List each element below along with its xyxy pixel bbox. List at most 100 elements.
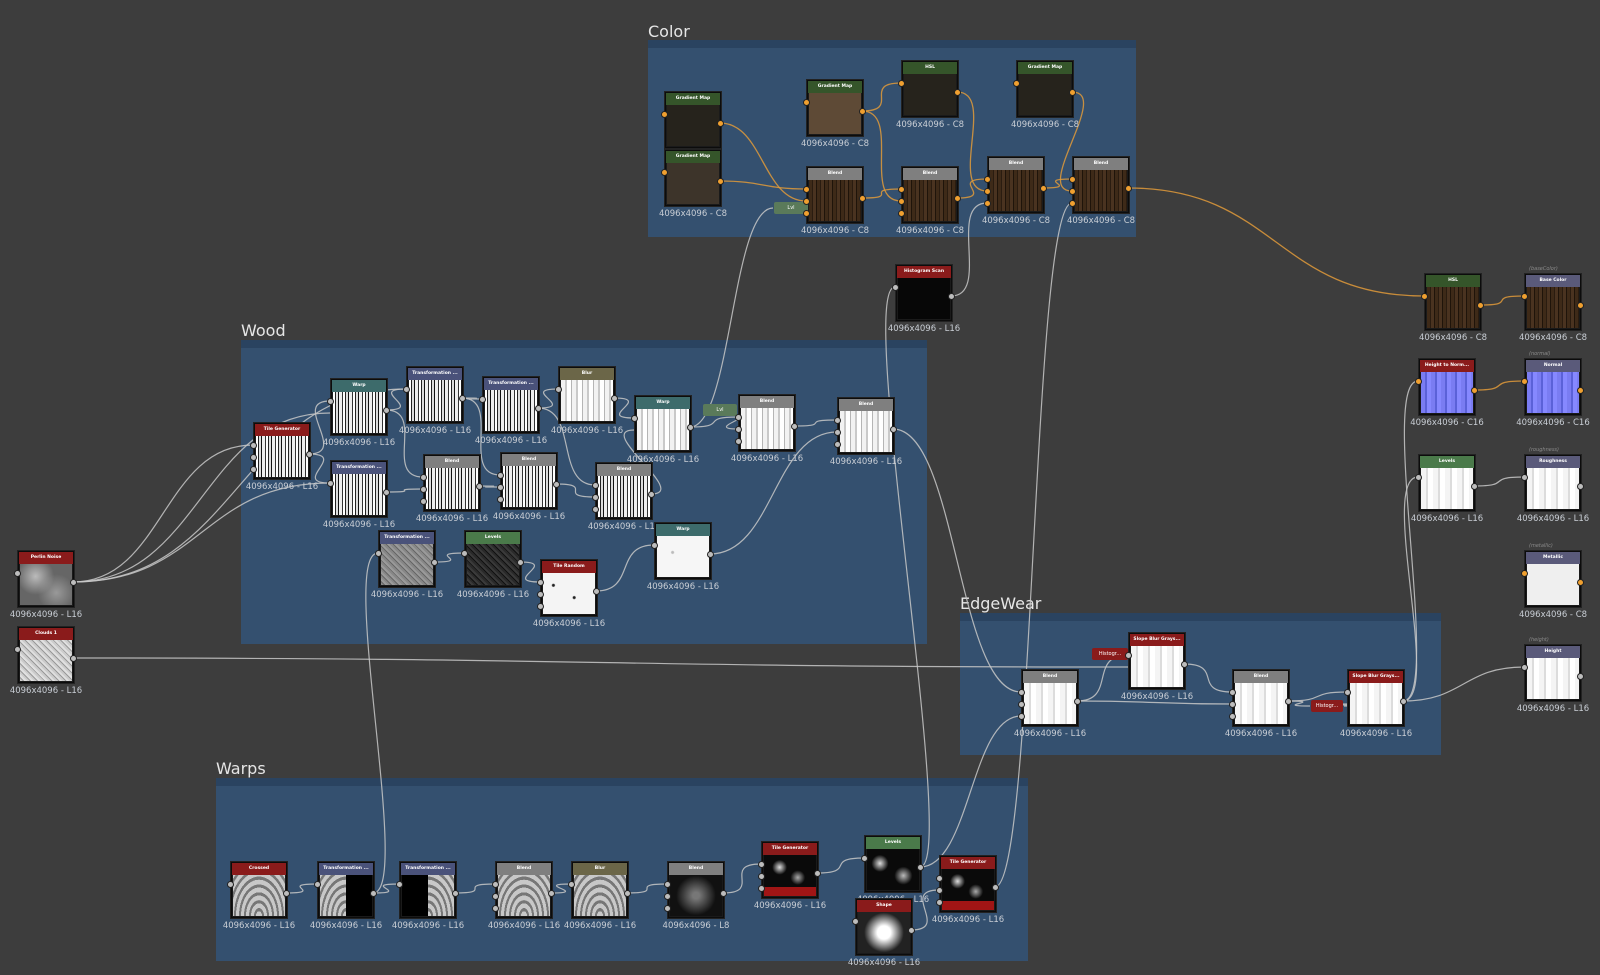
port[interactable]: [1228, 700, 1236, 708]
port[interactable]: [491, 880, 499, 888]
port[interactable]: [1017, 688, 1025, 696]
port[interactable]: [13, 645, 21, 653]
port[interactable]: [706, 550, 714, 558]
port[interactable]: [858, 194, 866, 202]
port[interactable]: [1576, 578, 1584, 586]
node-w-trans3[interactable]: Transformation ...4096x4096 - L16: [323, 461, 395, 530]
port[interactable]: [802, 185, 810, 193]
wire[interactable]: [613, 397, 635, 419]
port[interactable]: [947, 292, 955, 300]
port[interactable]: [833, 428, 841, 436]
wire[interactable]: [1402, 666, 1525, 702]
port[interactable]: [591, 481, 599, 489]
port[interactable]: [953, 88, 961, 96]
port[interactable]: [419, 497, 427, 505]
wire[interactable]: [1402, 380, 1419, 702]
port[interactable]: [802, 197, 810, 205]
port[interactable]: [686, 423, 694, 431]
port[interactable]: [1068, 199, 1076, 207]
wire[interactable]: [461, 397, 483, 400]
wire[interactable]: [689, 207, 774, 428]
wire[interactable]: [1183, 663, 1233, 693]
small-node-lvl-b[interactable]: Lvl: [703, 404, 737, 416]
port[interactable]: [554, 385, 562, 393]
port[interactable]: [897, 185, 905, 193]
node-e-slope2[interactable]: Slope Blur Grays...4096x4096 - L16: [1340, 670, 1412, 739]
port[interactable]: [1068, 187, 1076, 195]
port[interactable]: [491, 892, 499, 900]
port[interactable]: [592, 587, 600, 595]
wire[interactable]: [1479, 295, 1525, 306]
port[interactable]: [790, 422, 798, 430]
port[interactable]: [1017, 700, 1025, 708]
port[interactable]: [547, 889, 555, 897]
wire[interactable]: [385, 409, 424, 478]
port[interactable]: [663, 880, 671, 888]
port[interactable]: [382, 406, 390, 414]
port[interactable]: [1124, 651, 1132, 659]
port[interactable]: [757, 884, 765, 892]
wire[interactable]: [537, 407, 596, 486]
port[interactable]: [1012, 79, 1020, 87]
port[interactable]: [369, 889, 377, 897]
port[interactable]: [460, 549, 468, 557]
wire[interactable]: [385, 388, 407, 411]
wire[interactable]: [861, 188, 902, 199]
port[interactable]: [1039, 184, 1047, 192]
port[interactable]: [851, 917, 859, 925]
port[interactable]: [1520, 569, 1528, 577]
port[interactable]: [249, 453, 257, 461]
port[interactable]: [13, 569, 21, 577]
node-w-trans4[interactable]: Transformation ...4096x4096 - L16: [371, 531, 443, 600]
port[interactable]: [536, 602, 544, 610]
port[interactable]: [1520, 377, 1528, 385]
small-node-lvl-a[interactable]: Lvl: [774, 202, 808, 214]
node-r-trans1[interactable]: Transformation ...4096x4096 - L16: [310, 862, 382, 931]
port[interactable]: [478, 395, 486, 403]
port[interactable]: [813, 869, 821, 877]
port[interactable]: [1520, 473, 1528, 481]
port[interactable]: [734, 437, 742, 445]
port[interactable]: [430, 558, 438, 566]
wire[interactable]: [555, 483, 596, 498]
port[interactable]: [623, 889, 631, 897]
wire[interactable]: [861, 82, 902, 112]
port[interactable]: [663, 904, 671, 912]
port[interactable]: [326, 479, 334, 487]
port[interactable]: [660, 110, 668, 118]
port[interactable]: [897, 79, 905, 87]
port[interactable]: [734, 425, 742, 433]
wire[interactable]: [478, 485, 501, 488]
wire[interactable]: [1473, 476, 1525, 487]
port[interactable]: [1180, 660, 1188, 668]
small-node-histo1[interactable]: Histogr...: [1092, 648, 1128, 660]
port[interactable]: [591, 505, 599, 513]
wire[interactable]: [461, 397, 501, 476]
port[interactable]: [833, 416, 841, 424]
port[interactable]: [610, 394, 618, 402]
port[interactable]: [1068, 175, 1076, 183]
port[interactable]: [313, 880, 321, 888]
port[interactable]: [1420, 292, 1428, 300]
wire[interactable]: [910, 889, 940, 931]
port[interactable]: [935, 874, 943, 882]
wire[interactable]: [719, 180, 807, 190]
port[interactable]: [891, 283, 899, 291]
wire[interactable]: [892, 428, 1022, 693]
port[interactable]: [249, 441, 257, 449]
port[interactable]: [983, 199, 991, 207]
wire[interactable]: [72, 412, 331, 583]
